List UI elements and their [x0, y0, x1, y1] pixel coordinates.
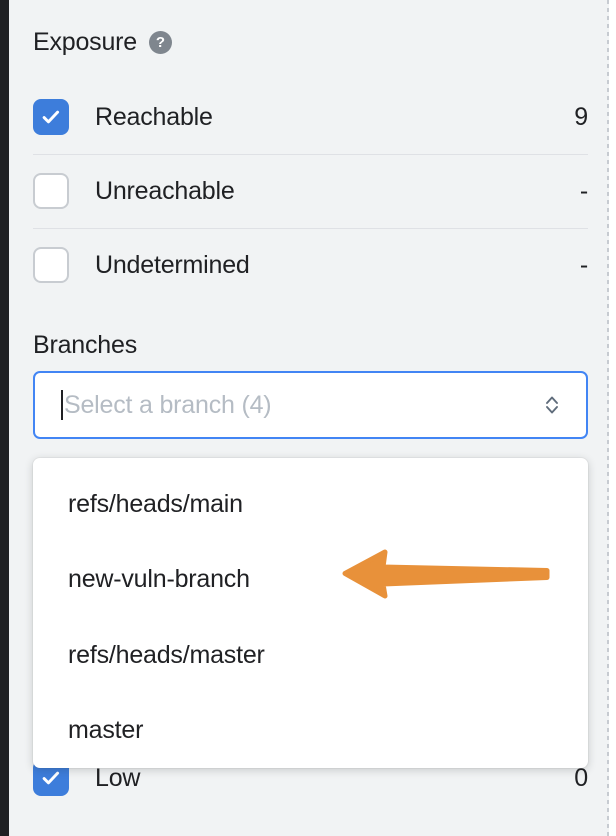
- filter-label-undetermined: Undetermined: [95, 250, 250, 279]
- checkbox-reachable[interactable]: [33, 99, 69, 135]
- right-edge-dotted-guide: [607, 0, 609, 836]
- filters-panel: Exposure ? Reachable 9 Unreachable -: [9, 0, 607, 836]
- dropdown-option-master[interactable]: master: [68, 716, 144, 744]
- exposure-filter-list: Reachable 9 Unreachable - Undetermined -: [33, 80, 588, 302]
- checkbox-undetermined[interactable]: [33, 247, 69, 283]
- exposure-section-header: Exposure ?: [33, 27, 173, 57]
- check-icon: [42, 110, 60, 124]
- branches-section-label: Branches: [33, 331, 138, 359]
- check-icon: [42, 771, 60, 785]
- left-edge-rail: [0, 0, 9, 836]
- filter-label-unreachable: Unreachable: [95, 176, 235, 205]
- text-caret: [61, 390, 63, 420]
- branch-select-input[interactable]: Select a branch (4): [33, 371, 588, 439]
- filter-label-low: Low: [95, 763, 141, 792]
- filter-count-unreachable: -: [579, 176, 588, 205]
- dropdown-option-refs-heads-master[interactable]: refs/heads/master: [68, 641, 265, 669]
- chevron-up-down-icon[interactable]: [542, 391, 562, 419]
- branch-dropdown-menu[interactable]: refs/heads/main new-vuln-branch refs/hea…: [33, 458, 588, 768]
- dropdown-option-new-vuln-branch[interactable]: new-vuln-branch: [68, 565, 250, 593]
- checkbox-unreachable[interactable]: [33, 173, 69, 209]
- filter-count-low: 0: [574, 763, 588, 792]
- branch-select-placeholder: Select a branch (4): [64, 390, 272, 419]
- help-circle-icon[interactable]: ?: [149, 30, 173, 54]
- filter-label-reachable: Reachable: [95, 102, 213, 131]
- right-edge-gap: [609, 0, 616, 836]
- filter-count-reachable: 9: [574, 102, 588, 131]
- dropdown-option-refs-heads-main[interactable]: refs/heads/main: [68, 490, 243, 518]
- filter-row-reachable[interactable]: Reachable 9: [33, 80, 588, 154]
- filter-row-undetermined[interactable]: Undetermined -: [33, 228, 588, 302]
- page-title: Exposure: [33, 28, 138, 56]
- filter-row-unreachable[interactable]: Unreachable -: [33, 154, 588, 228]
- filter-count-undetermined: -: [579, 250, 588, 279]
